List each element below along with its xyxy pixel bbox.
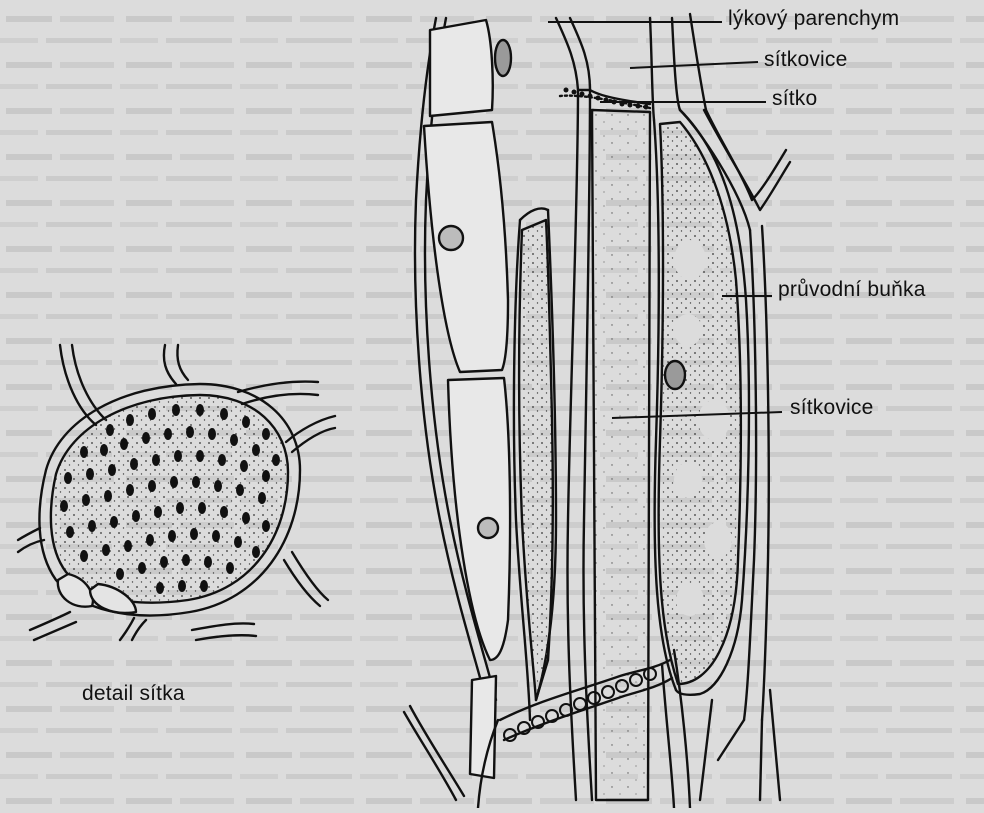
label-pruvodni-bunka: průvodní buňka xyxy=(778,278,926,302)
label-detail-sitka: detail sítka xyxy=(82,682,185,706)
label-lykovy-parenchym: lýkový parenchym xyxy=(728,7,899,31)
label-sitkovice-mid: sítkovice xyxy=(790,396,874,420)
label-sitko: sítko xyxy=(772,87,817,111)
label-sitkovice-top: sítkovice xyxy=(764,48,848,72)
